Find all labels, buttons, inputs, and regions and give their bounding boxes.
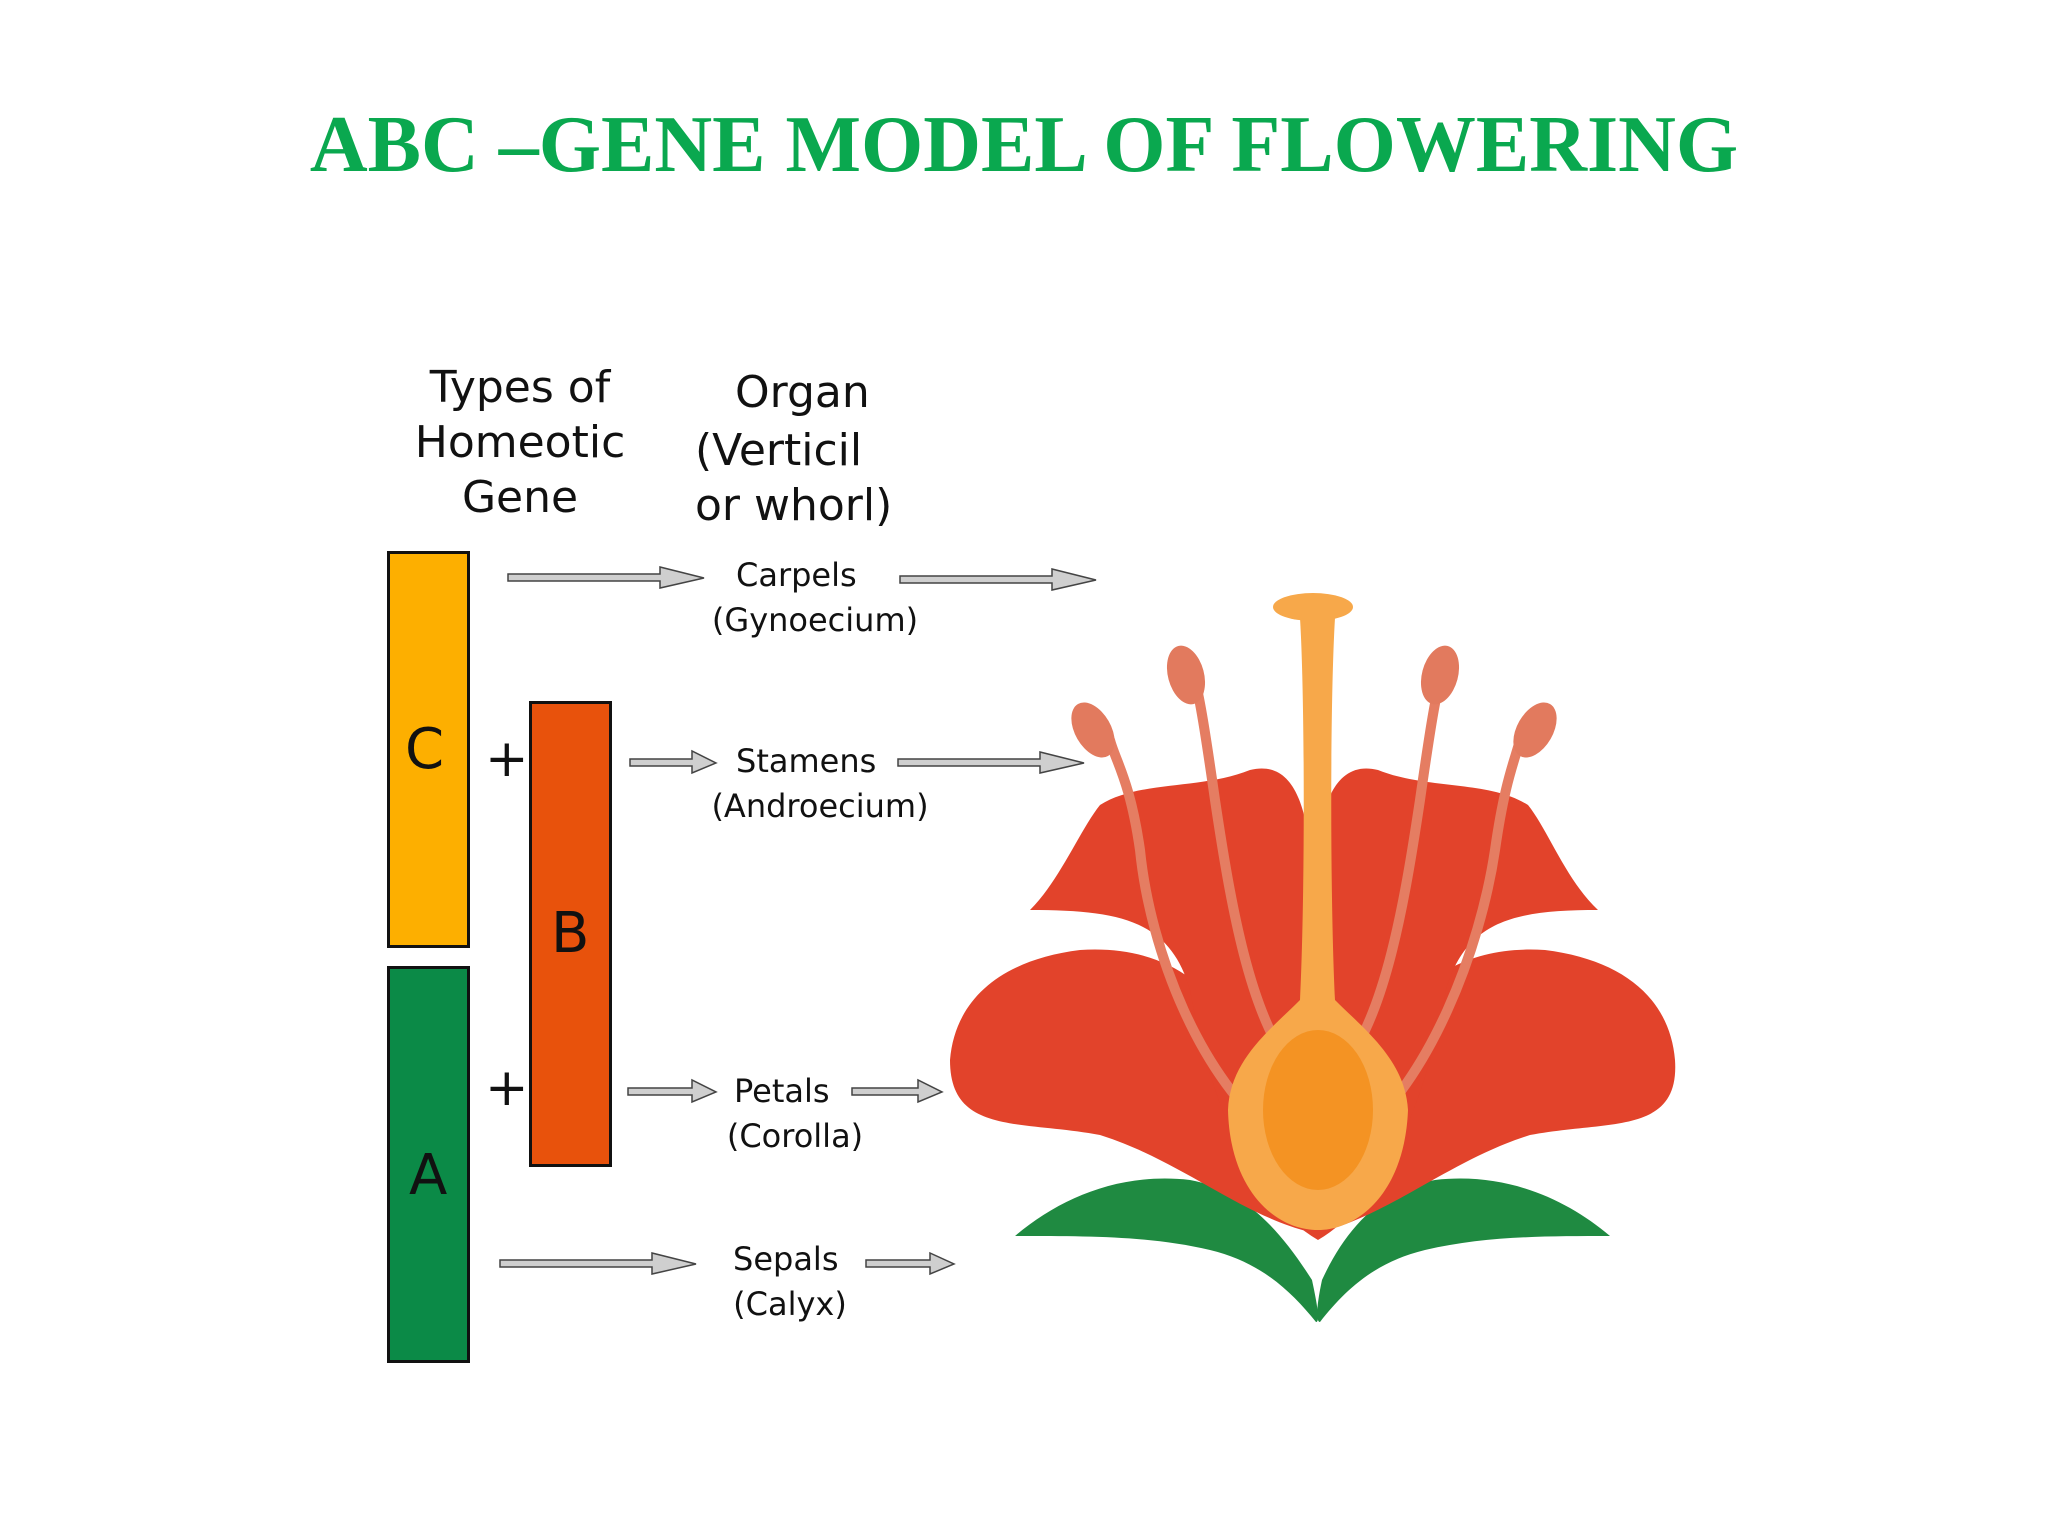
pistil-stigma [1273, 593, 1353, 621]
organ-name: Petals [734, 1072, 830, 1110]
gene-b-letter: B [551, 901, 590, 966]
gene-a-bar [387, 966, 470, 1363]
anther [1071, 702, 1115, 758]
gene-c-letter: C [405, 717, 445, 782]
gene-type-header-line: Gene [461, 472, 579, 523]
anther [1420, 645, 1460, 705]
arrow-stamens-to-flower [897, 751, 1085, 774]
organ-carpels: Carpels (Gynoecium) [690, 553, 940, 643]
gene-a-letter: A [409, 1143, 448, 1208]
organ-term: (Androecium) [711, 787, 929, 825]
arrows [499, 566, 1097, 1276]
arrow-to-carpels [507, 566, 705, 589]
gene-type-header: Types of Homeotic Gene [380, 360, 660, 525]
organ-term: (Calyx) [733, 1285, 847, 1323]
organ-term: (Gynoecium) [711, 601, 919, 639]
stamens [1105, 675, 1525, 1145]
gene-type-header-line: Homeotic [414, 417, 626, 468]
slide-title: ABC –GENE MODEL OF FLOWERING [309, 101, 1739, 189]
organ-sepals: Sepals (Calyx) [715, 1237, 865, 1327]
organ-petals: Petals (Corolla) [700, 1069, 890, 1159]
sepal-right [1317, 1178, 1610, 1322]
plus-sign: + [485, 729, 529, 789]
stamen-filament [1105, 735, 1285, 1145]
organ-stamens: Stamens (Androecium) [700, 739, 940, 829]
organ-name: Stamens [736, 742, 877, 780]
arrow-sepals-to-flower [865, 1251, 956, 1276]
flower-illustration [950, 593, 1676, 1322]
arrow-to-stamens [629, 749, 718, 775]
organ-header-line: or whorl) [695, 480, 893, 531]
sepal-left [1015, 1178, 1319, 1322]
organ-header-line: Organ [735, 367, 870, 418]
arrow-to-sepals [499, 1252, 697, 1275]
stamen-anthers [1071, 645, 1557, 758]
organ-term: (Corolla) [726, 1117, 864, 1155]
stamen-filament [1190, 675, 1300, 1075]
organ-header-line: (Verticil [695, 425, 863, 476]
organ-name: Carpels [736, 556, 857, 594]
arrow-carpels-to-flower [899, 568, 1097, 591]
arrow-petals-to-flower [851, 1078, 944, 1104]
organ-header: Organ (Verticil or whorl) [695, 365, 955, 533]
anther [1166, 645, 1206, 705]
anther [1513, 702, 1557, 758]
gene-b-bar [529, 701, 612, 1167]
plus-sign: + [485, 1058, 529, 1118]
gene-c-bar [387, 551, 470, 948]
ovary [1263, 1030, 1373, 1190]
gene-type-header-line: Types of [429, 362, 611, 413]
stamen-filament [1350, 735, 1525, 1145]
arrow-to-petals [627, 1078, 718, 1104]
organ-name: Sepals [733, 1240, 839, 1278]
stamen-filament [1335, 675, 1445, 1075]
